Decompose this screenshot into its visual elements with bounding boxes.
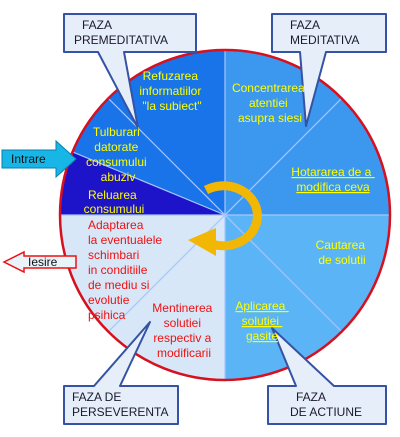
premeditativa-line2: PREMEDITATIVA: [74, 33, 168, 47]
meditativa-line2: MEDITATIVA: [290, 33, 359, 47]
intrare-arrow: Intrare: [1, 139, 77, 179]
text-refuzarea: Refuzarea informatiilor "la subiect": [139, 69, 204, 113]
premeditativa-line1: FAZA: [82, 18, 112, 32]
actiune-line2: DE ACTIUNE: [290, 405, 362, 419]
text-mentinerea: Mentinerea solutiei respectiv a modifica…: [152, 301, 215, 360]
text-reluarea: Reluarea consumului: [84, 188, 145, 216]
text-aplicarea: Aplicarea solutiei gasite: [235, 299, 288, 343]
cycle-arrow: [188, 181, 262, 256]
circle-border: [58, 48, 392, 382]
callout-premeditativa: FAZA PREMEDITATIVA: [63, 13, 197, 129]
text-hotararea: Hotararea de a modifica ceva: [291, 165, 374, 194]
sector-refuzarea: [108, 49, 225, 215]
perseverenta-line1: FAZA DE: [72, 390, 121, 404]
iesire-label: Iesire: [28, 255, 58, 269]
callout-actiune: FAZA DE ACTIUNE: [267, 327, 387, 425]
callout-meditativa: FAZA MEDITATIVA: [271, 13, 387, 127]
sector-reluarea: [59, 189, 225, 215]
circle-wheel: [58, 48, 392, 382]
text-concentrarea: Concentrarea atentiei asupra siesi: [232, 81, 308, 125]
sector-tulburari: [72, 98, 225, 215]
text-tulburari: Tulburari datorate consumului abuziv: [86, 125, 150, 184]
meditativa-line1: FAZA: [290, 18, 320, 32]
text-adaptarea: Adaptarea la eventualele schimbari in co…: [88, 218, 165, 322]
intrare-label: Intrare: [11, 152, 46, 166]
text-cautarea: Cautarea de solutii: [316, 238, 369, 267]
perseverenta-line2: PERSEVERENTA: [72, 405, 168, 419]
actiune-line1: FAZA: [296, 390, 326, 404]
divider-lines: [60, 50, 390, 380]
iesire-arrow: Iesire: [2, 250, 77, 274]
callout-perseverenta: FAZA DE PERSEVERENTA: [63, 321, 179, 425]
